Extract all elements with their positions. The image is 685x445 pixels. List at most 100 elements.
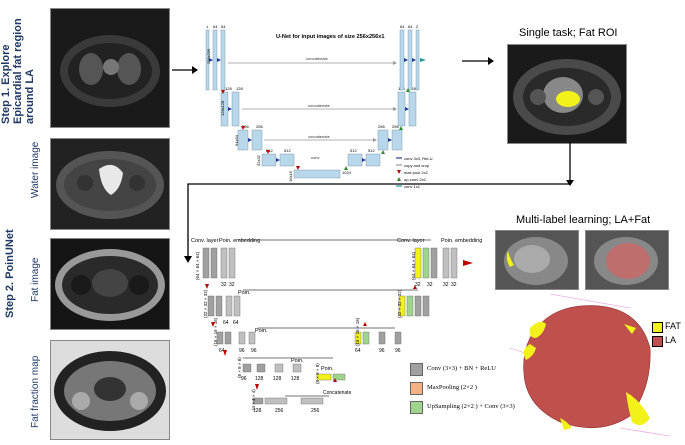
step2-label: Step 2. PoinUNet	[4, 229, 16, 318]
unet-dec-64a: 64	[400, 24, 405, 29]
mri-water	[50, 138, 170, 230]
unet-ch-1: 1	[206, 24, 209, 29]
poin-label-l3: Poin.	[255, 328, 268, 334]
poin-num-96-2: 96	[251, 348, 257, 354]
mri-single-task	[507, 44, 627, 144]
legend-upsampling: UpSampling (2×2 ) + Conv (3×3)	[427, 403, 515, 410]
poin-label-l4b: Poin.	[321, 366, 334, 372]
legend-la-label: LA	[665, 335, 677, 345]
poin-num-64-1: 64	[223, 320, 229, 326]
mri-multi-la	[585, 230, 669, 290]
unet-legend-conv: conv 3x3, ReLU	[404, 156, 433, 161]
unet-dec-2: 2	[416, 24, 419, 29]
poin-num-32-1: 32	[221, 282, 227, 288]
legend-la-swatch	[652, 336, 663, 347]
poin-dim-16-right: (16 × 16 × 16)	[355, 317, 360, 346]
poin-num-96-4: 96	[395, 348, 401, 354]
mri-fat	[50, 238, 170, 330]
arrow-to-unet	[172, 66, 198, 74]
unet-ch-256a: 256	[242, 124, 249, 129]
connector-step1-step2	[184, 142, 574, 263]
unet-title: U-Net for input images of size 256x256x1	[276, 34, 385, 40]
poin-num-256-2: 256	[311, 408, 320, 414]
water-image-label: Water image	[30, 141, 41, 198]
fat-fraction-label: Fat fraction map	[30, 355, 41, 428]
poin-dim-8: (8 × 8 × 8)	[237, 357, 242, 378]
unet-ch-64b: 64	[221, 24, 226, 29]
poin-label-l2: Poin.	[238, 290, 251, 296]
poin-num-32-4: 32	[427, 282, 433, 288]
unet-ch-256b: 256	[256, 124, 263, 129]
legend-fat-swatch	[652, 322, 663, 333]
unet-ch-128b: 128	[236, 86, 243, 91]
poin-dim-8-right: (8 × 8 × 8)	[315, 363, 320, 384]
unet-legend-conv1x1: conv 1x1	[404, 184, 421, 189]
single-task-title: Single task; Fat ROI	[519, 27, 618, 39]
unet-concat-3: concatenate	[308, 134, 331, 139]
multi-label-title: Multi-label learning; LA+Fat	[516, 214, 651, 226]
unet-concat-1: concatenate	[306, 56, 329, 61]
legend-swatch-upsampling	[410, 401, 423, 414]
poin-embed-right: Poin. embedding	[441, 238, 482, 244]
unet-dec-512b: 512	[368, 148, 375, 153]
legend-conv-bn-relu: Conv (3×3) + BN + ReLU	[427, 365, 496, 372]
unet-dec-128b: 128	[409, 86, 416, 91]
unet-ch-1024: 1024	[342, 170, 352, 175]
poin-dim-32: (32 × 32 × 32)	[203, 289, 208, 318]
poin-dim-64: (64 × 64 × 64)	[195, 251, 200, 280]
poin-num-32-6: 32	[451, 282, 457, 288]
unet-dec-512a: 512	[350, 148, 357, 153]
mri-multi-fat	[495, 230, 579, 290]
poin-concatenate: Concatenate	[323, 390, 352, 396]
unet-size-128: 128x128	[220, 100, 225, 116]
poin-num-256-1: 256	[275, 408, 284, 414]
unet-legend-copy: copy and crop	[404, 163, 430, 168]
unet-concat-2: concatenate	[308, 103, 331, 108]
unet-conv-label: conv	[311, 155, 319, 160]
poin-dim-64-right: (64 × 64 × 64)	[411, 251, 416, 280]
unet-ch-64a: 64	[213, 24, 218, 29]
poinunet-diagram: Conv. layer Poin. embedding Conv. layer …	[183, 232, 483, 432]
render-3d-la-fat	[500, 288, 685, 440]
poin-dim-32-right: (32 × 32 × 32)	[397, 289, 402, 318]
unet-ch-512b: 512	[284, 148, 291, 153]
poin-num-128-2: 128	[273, 376, 282, 382]
poin-num-32-3: 32	[415, 282, 421, 288]
legend-maxpooling: MaxPooling (2×2 )	[427, 384, 477, 391]
poin-num-32-2: 32	[229, 282, 235, 288]
legend-swatch-maxpool	[410, 382, 423, 395]
poin-num-96-1: 96	[239, 348, 245, 354]
poin-dim-4: (4 × 4 × 4)	[251, 389, 256, 410]
poin-num-128-1: 128	[255, 376, 264, 382]
poin-conv-layer-right: Conv. layer	[397, 238, 425, 244]
poin-num-32-5: 32	[443, 282, 449, 288]
unet-dec-256a: 256	[378, 124, 385, 129]
arrow-to-single-task	[462, 57, 494, 65]
legend-fat-label: FAT	[665, 321, 681, 331]
fat-image-label: Fat image	[30, 257, 41, 302]
poin-num-128-3: 128	[291, 376, 300, 382]
poin-embed-left: Poin. embedding	[219, 238, 260, 244]
legend-swatch-conv	[410, 363, 423, 376]
poin-num-64-4: 64	[355, 348, 361, 354]
unet-size-64: 64x64	[234, 134, 239, 146]
poin-num-96-5: 96	[241, 376, 247, 382]
poin-num-64-3: 64	[219, 348, 225, 354]
poin-num-96-3: 96	[379, 348, 385, 354]
unet-diagram: U-Net for input images of size 256x256x1…	[198, 8, 460, 190]
unet-dec-256b: 256	[392, 124, 399, 129]
unet-ch-128a: 128	[225, 86, 232, 91]
step1-label: Step 1. Explore Epicardial fat region ar…	[0, 18, 36, 124]
unet-legend-upconv: up-conv 2x2	[404, 177, 427, 182]
unet-size-16: 16x16	[288, 170, 293, 182]
poin-dim-16: (16 × 16 × 16)	[213, 317, 218, 346]
unet-size-32: 32x32	[256, 154, 261, 166]
mri-fat-fraction	[50, 340, 170, 440]
unet-dec-64b: 64	[408, 24, 413, 29]
unet-size-256: 256x256	[206, 48, 211, 64]
poin-conv-layer-left: Conv. layer	[191, 238, 219, 244]
poin-num-64-2: 64	[233, 320, 239, 326]
unet-legend-maxpool: max pool 2x2	[404, 170, 429, 175]
mri-input-top	[50, 8, 170, 128]
poin-num-128-4: 128	[253, 408, 262, 414]
